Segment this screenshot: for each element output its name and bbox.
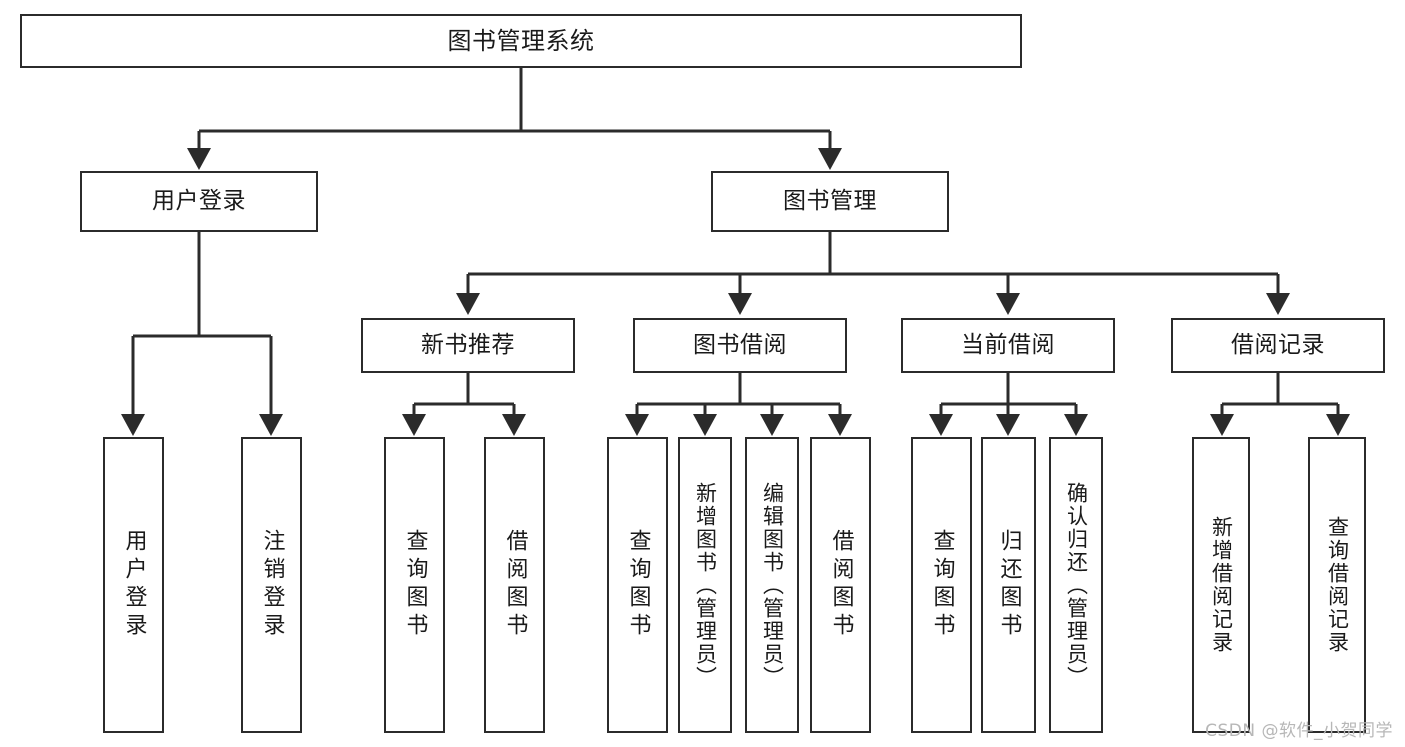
node-label: 查询借阅记录: [1325, 516, 1350, 654]
node-label: 查询图书: [929, 529, 955, 641]
leaf-add-borrow-record[interactable]: 新增借阅记录: [1192, 437, 1250, 733]
node-label: 图书管理: [783, 187, 877, 214]
node-book-management[interactable]: 图书管理: [711, 171, 949, 232]
leaf-edit-book-admin[interactable]: 编辑图书（管理员）: [745, 437, 799, 733]
leaf-user-login[interactable]: 用户登录: [103, 437, 164, 733]
node-borrow-record[interactable]: 借阅记录: [1171, 318, 1385, 373]
node-root-book-management-system[interactable]: 图书管理系统: [20, 14, 1022, 68]
node-label: 注销登录: [259, 529, 285, 641]
node-label: 图书借阅: [693, 331, 787, 358]
node-user-login[interactable]: 用户登录: [80, 171, 318, 232]
csdn-watermark: CSDN @软件_小贺同学: [1205, 721, 1393, 741]
leaf-query-book-current[interactable]: 查询图书: [911, 437, 972, 733]
node-label: 查询图书: [402, 529, 428, 641]
node-label: 新增图书（管理员）: [693, 481, 718, 689]
leaf-logout-login[interactable]: 注销登录: [241, 437, 302, 733]
node-label: 新书推荐: [421, 331, 515, 358]
node-book-borrow[interactable]: 图书借阅: [633, 318, 847, 373]
leaf-confirm-return-admin[interactable]: 确认归还（管理员）: [1049, 437, 1103, 733]
node-current-borrow[interactable]: 当前借阅: [901, 318, 1115, 373]
node-label: 查询图书: [625, 529, 651, 641]
leaf-query-borrow-record[interactable]: 查询借阅记录: [1308, 437, 1366, 733]
node-new-book-recommend[interactable]: 新书推荐: [361, 318, 575, 373]
node-label: 归还图书: [996, 529, 1022, 641]
node-label: 用户登录: [121, 529, 147, 641]
node-label: 用户登录: [152, 187, 246, 214]
leaf-query-book-borrow[interactable]: 查询图书: [607, 437, 668, 733]
leaf-return-book[interactable]: 归还图书: [981, 437, 1036, 733]
node-label: 借阅图书: [828, 529, 854, 641]
leaf-query-book-recommend[interactable]: 查询图书: [384, 437, 445, 733]
node-label: 图书管理系统: [447, 26, 595, 55]
node-label: 编辑图书（管理员）: [760, 481, 785, 689]
node-label: 确认归还（管理员）: [1064, 481, 1089, 689]
node-label: 当前借阅: [961, 331, 1055, 358]
leaf-add-book-admin[interactable]: 新增图书（管理员）: [678, 437, 732, 733]
node-label: 新增借阅记录: [1209, 516, 1234, 654]
leaf-borrow-book-borrow[interactable]: 借阅图书: [810, 437, 871, 733]
leaf-borrow-book-recommend[interactable]: 借阅图书: [484, 437, 545, 733]
node-label: 借阅图书: [502, 529, 528, 641]
node-label: 借阅记录: [1231, 331, 1325, 358]
